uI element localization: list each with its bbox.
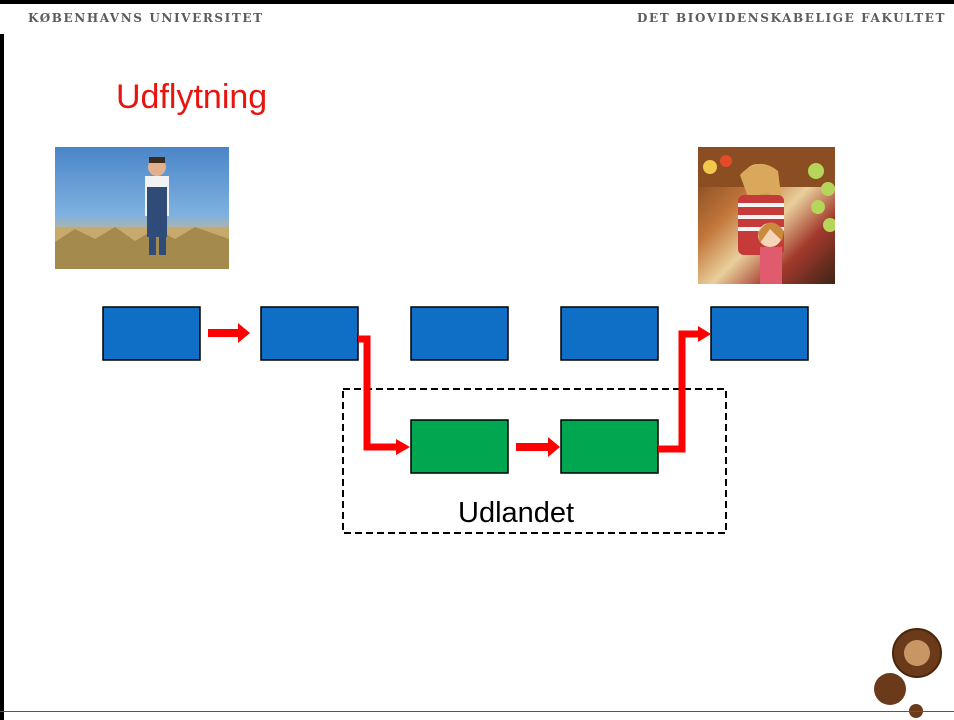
header-bar: KØBENHAVNS UNIVERSITET DET BIOVIDENSKABE… (0, 0, 954, 34)
university-seal-logo (892, 628, 942, 678)
footer-rule (0, 711, 954, 712)
arrow-2-down-to-abroad (358, 335, 410, 455)
chain-step-5 (710, 306, 809, 361)
university-name: KØBENHAVNS UNIVERSITET (28, 11, 264, 25)
abroad-step-2 (560, 419, 659, 474)
decorative-dot-large (874, 673, 906, 705)
chain-step-4 (560, 306, 659, 361)
arrow-1-to-2 (208, 323, 250, 343)
chain-step-1 (102, 306, 201, 361)
abroad-label: Udlandet (458, 497, 575, 529)
abroad-step-1 (410, 419, 509, 474)
left-border (0, 0, 4, 720)
slide-title: Udflytning (116, 78, 268, 116)
abroad-region-border (342, 388, 727, 534)
seal-emblem (904, 640, 930, 666)
chain-step-3 (410, 306, 509, 361)
chain-step-2 (260, 306, 359, 361)
arrow-abroad-up-to-5 (658, 326, 711, 453)
shopper-photo (698, 147, 835, 284)
arrow-abroad-1-to-2 (516, 437, 560, 457)
farmer-photo (55, 147, 229, 269)
header-strip (0, 0, 954, 4)
faculty-name: DET BIOVIDENSKABELIGE FAKULTET (637, 11, 946, 25)
